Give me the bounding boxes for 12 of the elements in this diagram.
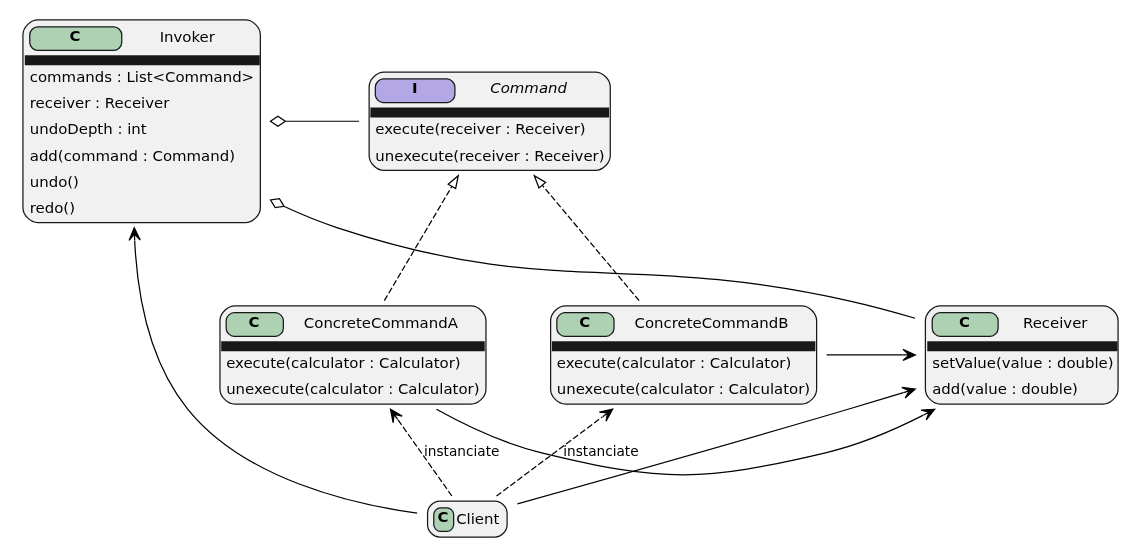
- arrow: [495, 408, 614, 497]
- connector: [269, 115, 360, 127]
- arrow: [128, 227, 418, 514]
- edge-label: instanciate: [424, 443, 500, 460]
- arrow: [825, 348, 916, 362]
- arrow: [383, 174, 460, 302]
- arrow: [516, 386, 916, 505]
- arrow: [389, 408, 453, 497]
- connector: [269, 198, 916, 319]
- arrow: [533, 174, 640, 302]
- edge-label: instanciate: [563, 443, 639, 460]
- arrow: [435, 408, 936, 476]
